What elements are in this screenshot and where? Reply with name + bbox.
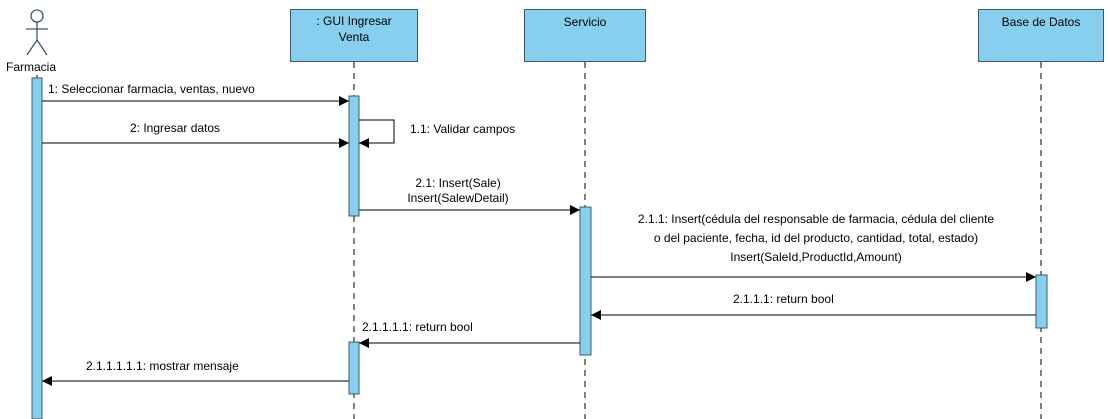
activation-gui-1 <box>348 95 360 217</box>
activation-farmacia <box>31 77 43 419</box>
actor-farmacia-figure <box>26 9 48 56</box>
lifeline-servicio-header[interactable]: Servicio <box>524 9 646 62</box>
lifeline-gui-title-line1: : GUI Ingresar <box>316 14 392 28</box>
message-2-1-label: 2.1: Insert(Sale) Insert(SalewDetail) <box>385 176 531 206</box>
activation-base <box>1035 274 1048 329</box>
lifeline-gui-title-line2: Venta <box>338 30 370 44</box>
message-2-1-1-label-line3: Insert(SaleId,ProductId,Amount) <box>730 250 902 264</box>
lifeline-base-title: Base de Datos <box>1001 15 1081 29</box>
message-2-1-label-line2: Insert(SalewDetail) <box>407 191 509 205</box>
return-2-1-1-1-1-label: 2.1.1.1.1: return bool <box>362 320 473 334</box>
message-2-1-1-label-line2: o del paciente, fecha, id del producto, … <box>653 231 979 245</box>
message-2-label: 2: Ingresar datos <box>130 121 221 135</box>
actor-farmacia-label: Farmacia <box>6 60 57 74</box>
activation-servicio <box>579 206 592 356</box>
return-2-1-1-1-1-1-label: 2.1.1.1.1.1: mostrar mensaje <box>86 359 239 373</box>
lifeline-servicio-title: Servicio <box>563 15 607 29</box>
message-2-1-1-label: 2.1.1: Insert(cédula del responsable de … <box>588 212 1044 265</box>
lifeline-gui-header[interactable]: : GUI Ingresar Venta <box>290 9 418 62</box>
message-1-1-self-arrow <box>359 119 395 148</box>
message-2-1-label-line1: 2.1: Insert(Sale) <box>415 176 501 190</box>
activation-gui-2 <box>348 341 360 395</box>
return-2-1-1-1-label: 2.1.1.1: return bool <box>733 292 834 306</box>
message-1-1-label: 1.1: Validar campos <box>410 122 516 136</box>
message-1-label: 1: Seleccionar farmacia, ventas, nuevo <box>48 82 255 96</box>
message-2-1-1-label-line1: 2.1.1: Insert(cédula del responsable de … <box>637 212 995 226</box>
lifeline-base-header[interactable]: Base de Datos <box>978 9 1104 62</box>
